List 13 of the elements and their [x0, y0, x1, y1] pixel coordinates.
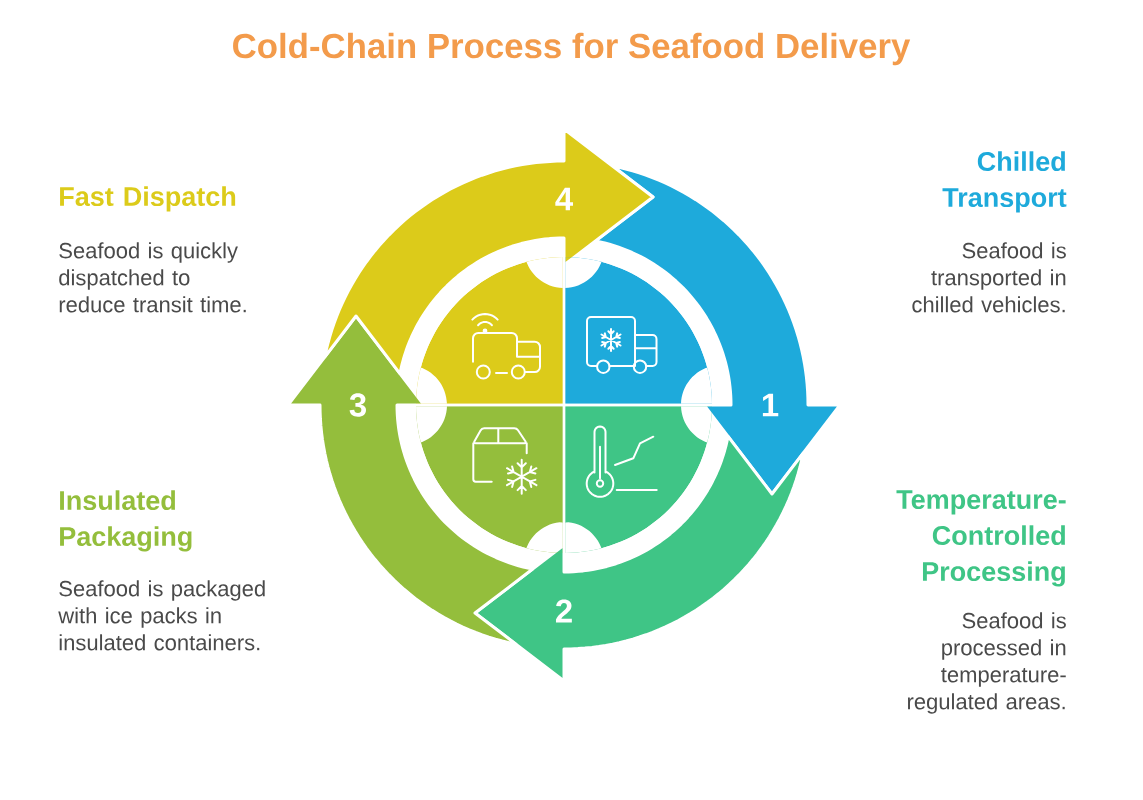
step-description: Seafood is quickly dispatched to reduce transit time.: [59, 242, 246, 313]
cycle-segment: 1: [593, 164, 842, 496]
step-description: Seafood is packaged with ice packs in insulated containers.: [58, 580, 265, 651]
step-description: Seafood is processed in temperature-regulated areas.: [908, 612, 1066, 714]
cycle-segment: 3: [286, 314, 535, 646]
cycle-segment: 4: [323, 127, 655, 376]
step-heading: Fast Dispatch: [60, 186, 236, 212]
title: Cold-Chain Process for Seafood Delivery: [233, 32, 911, 66]
step-heading: Insulated Packaging: [60, 490, 192, 552]
step-heading: Chilled Transport: [942, 151, 1067, 213]
step-heading: Temperature-Controlled Processing: [896, 490, 1066, 587]
cycle-segment: 2: [473, 434, 805, 683]
step-description: Seafood is transported in chilled vehicles.: [912, 242, 1066, 313]
